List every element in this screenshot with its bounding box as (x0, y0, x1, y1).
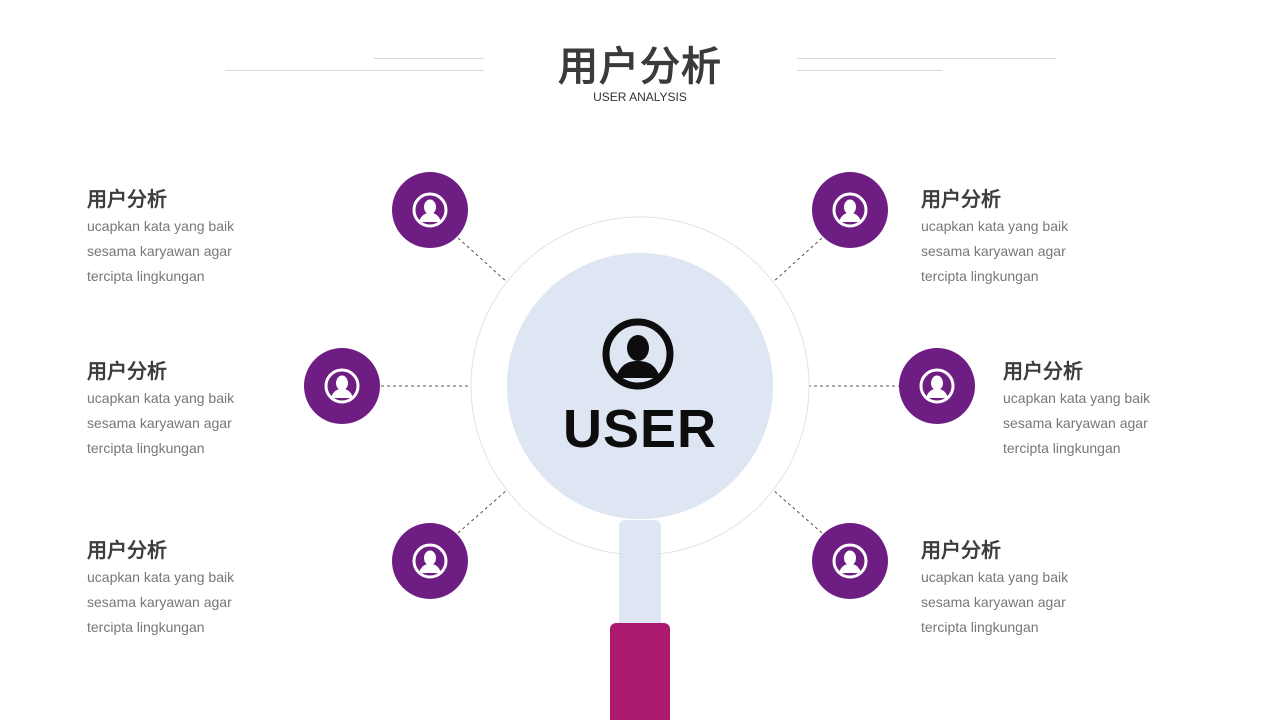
node-bottom-right (812, 523, 888, 599)
magnifier-neck (619, 520, 661, 630)
block-title: 用户分析 (87, 538, 167, 562)
block-line: ucapkan kata yang baik (87, 569, 235, 585)
block-line: ucapkan kata yang baik (921, 218, 1069, 234)
block-line: ucapkan kata yang baik (1003, 390, 1151, 406)
page-subtitle: USER ANALYSIS (593, 90, 687, 104)
center-user-label: USER (562, 399, 718, 459)
block-line: tercipta lingkungan (1003, 440, 1121, 456)
node-top-left (392, 172, 468, 248)
block-title: 用户分析 (87, 359, 167, 383)
block-line: sesama karyawan agar (87, 243, 232, 259)
title-divider-right-long (797, 58, 1056, 59)
block-line: ucapkan kata yang baik (921, 569, 1069, 585)
text-block-middle-left: 用户分析 ucapkan kata yang baik sesama karya… (87, 355, 287, 461)
block-line: ucapkan kata yang baik (87, 390, 235, 406)
block-line: tercipta lingkungan (921, 619, 1039, 635)
block-line: sesama karyawan agar (1003, 415, 1148, 431)
block-line: sesama karyawan agar (87, 594, 232, 610)
page-title: 用户分析 (558, 44, 722, 90)
magnifier-handle (610, 623, 670, 720)
text-block-bottom-left: 用户分析 ucapkan kata yang baik sesama karya… (87, 534, 287, 640)
block-line: tercipta lingkungan (87, 619, 205, 635)
block-line: sesama karyawan agar (87, 415, 232, 431)
block-line: tercipta lingkungan (87, 440, 205, 456)
title-divider-left-short (374, 58, 484, 59)
text-block-top-right: 用户分析 ucapkan kata yang baik sesama karya… (921, 183, 1121, 289)
connector-bottom-left (457, 489, 508, 534)
block-line: ucapkan kata yang baik (87, 218, 235, 234)
connector-top-left (457, 237, 508, 283)
block-line: tercipta lingkungan (87, 268, 205, 284)
block-title: 用户分析 (87, 187, 167, 211)
text-block-middle-right: 用户分析 ucapkan kata yang baik sesama karya… (1003, 355, 1203, 461)
block-title: 用户分析 (921, 538, 1001, 562)
center-user-icon (602, 318, 674, 390)
node-middle-left (304, 348, 380, 424)
block-line: sesama karyawan agar (921, 243, 1066, 259)
text-block-bottom-right: 用户分析 ucapkan kata yang baik sesama karya… (921, 534, 1121, 640)
text-block-top-left: 用户分析 ucapkan kata yang baik sesama karya… (87, 183, 287, 289)
block-title: 用户分析 (921, 187, 1001, 211)
title-divider-right-short (797, 70, 942, 71)
node-middle-right (899, 348, 975, 424)
block-line: tercipta lingkungan (921, 268, 1039, 284)
block-line: sesama karyawan agar (921, 594, 1066, 610)
node-bottom-left (392, 523, 468, 599)
connector-bottom-right (772, 489, 823, 534)
node-top-right (812, 172, 888, 248)
connector-top-right (772, 237, 823, 283)
title-divider-left-long (225, 70, 484, 71)
block-title: 用户分析 (1003, 359, 1083, 383)
